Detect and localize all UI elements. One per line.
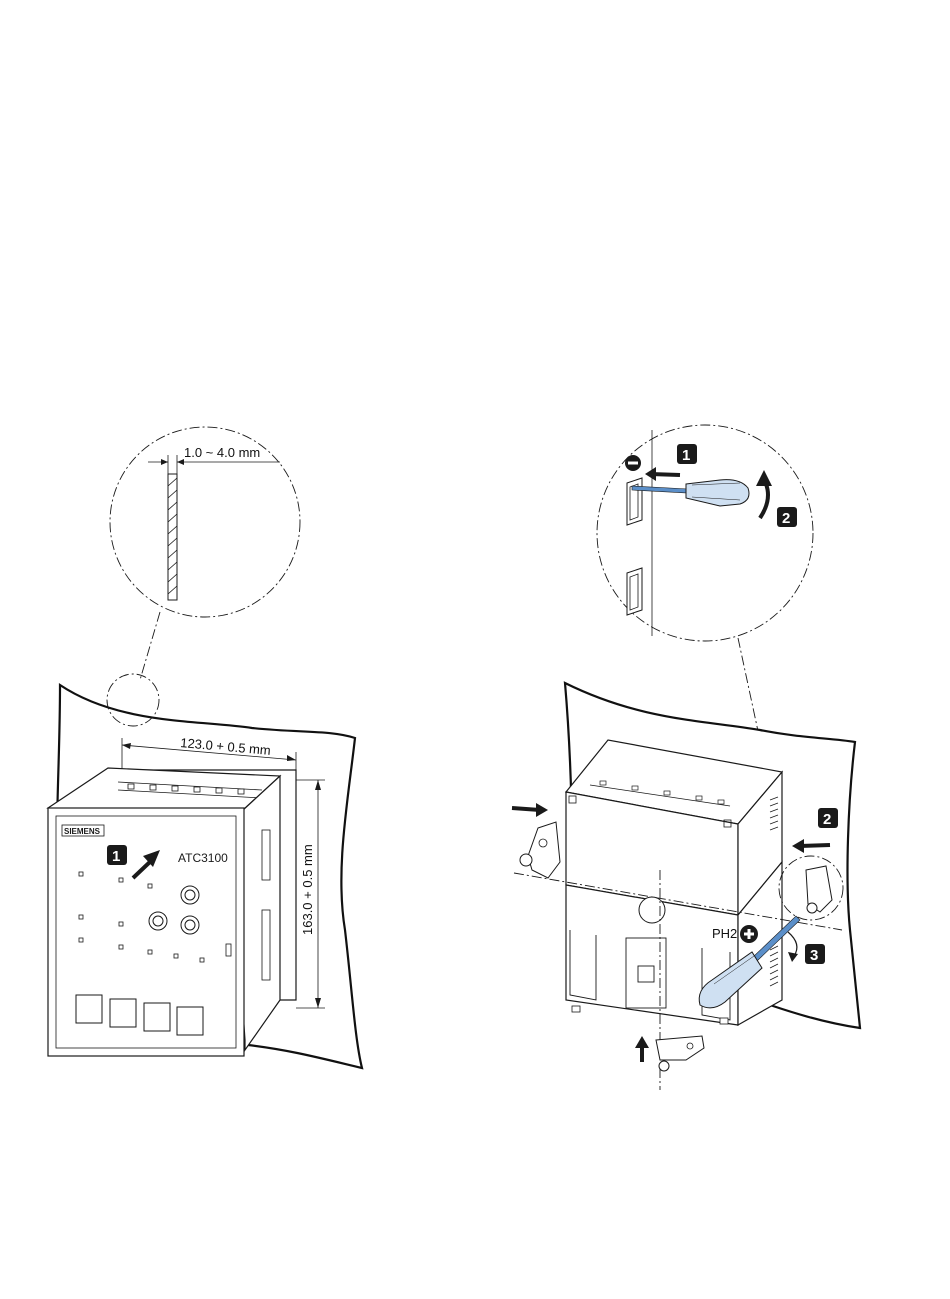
step-3-badge: 3 [805,944,825,964]
right-figure: 1 2 [512,425,860,1090]
step-1-badge: 1 [107,845,127,865]
minus-circle-icon [625,455,641,471]
atc3100-device: SIEMENS ATC3100 [48,768,280,1056]
svg-text:1: 1 [112,848,120,865]
screwdriver-icon [632,480,749,506]
svg-text:1: 1 [682,447,690,464]
curved-arrow-icon [756,470,772,518]
ph2-label: PH2 [712,926,737,941]
height-dimension-label: 163.0 + 0.5 mm [300,844,315,935]
thickness-detail: 1.0 ~ 4.0 mm [110,427,300,680]
bottom-clip [635,1036,704,1071]
step-2-badge-detail: 2 [777,507,797,527]
siemens-logo: SIEMENS [64,827,101,836]
step-2-badge: 2 [818,808,838,828]
plus-circle-icon [740,925,758,943]
left-figure: 1.0 ~ 4.0 mm 123.0 + 0.5 mm 163.0 + 0.5 … [48,427,362,1068]
thickness-dimension-label: 1.0 ~ 4.0 mm [184,445,260,460]
step-1-badge-right: 1 [677,444,697,464]
svg-text:3: 3 [810,947,818,964]
model-label: ATC3100 [178,851,228,865]
left-clip [512,803,560,878]
svg-text:2: 2 [823,811,831,828]
svg-text:2: 2 [782,510,790,527]
